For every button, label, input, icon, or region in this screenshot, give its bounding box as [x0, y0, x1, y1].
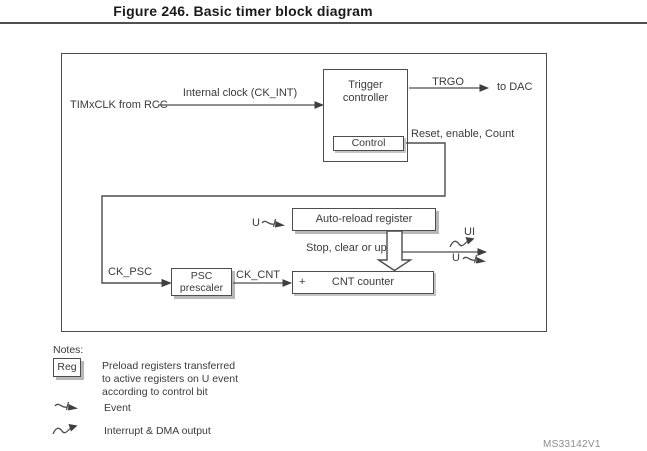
- trigger-controller-label-line1: Trigger: [348, 79, 383, 91]
- reg-note-line3: according to control bit: [102, 386, 208, 398]
- stop-clear-up-label: Stop, clear or up: [306, 242, 387, 254]
- u-event-right-label: U: [452, 252, 460, 264]
- u-event-left-label: U: [252, 217, 260, 229]
- reg-note-line2: to active registers on U event: [102, 373, 238, 385]
- to-dac-label: to DAC: [497, 81, 533, 93]
- ck-psc-label: CK_PSC: [108, 266, 153, 278]
- reset-enable-count-label: Reset, enable, Count: [411, 128, 515, 140]
- internal-clock-label: Internal clock (CK_INT): [182, 87, 298, 99]
- title-rule: [0, 22, 647, 24]
- timxclk-label: TIMxCLK from RCC: [70, 99, 168, 111]
- auto-reload-register-label: Auto-reload register: [315, 213, 413, 225]
- cnt-counter-box: + CNT counter: [292, 271, 434, 294]
- psc-label-line2: prescaler: [179, 282, 224, 294]
- figure-title: Figure 246. Basic timer block diagram: [113, 3, 373, 19]
- cnt-plus-sign: +: [299, 276, 306, 288]
- trgo-label: TRGO: [432, 76, 464, 88]
- ui-label: UI: [464, 226, 475, 238]
- control-box: Control: [333, 136, 404, 151]
- event-legend-icon: [54, 401, 79, 412]
- notes-heading: Notes:: [53, 344, 84, 356]
- control-label: Control: [351, 137, 386, 149]
- cnt-counter-label: CNT counter: [331, 276, 395, 288]
- event-legend-label: Event: [104, 402, 131, 414]
- reg-legend-box: Reg: [53, 358, 81, 377]
- reg-legend-label: Reg: [57, 361, 77, 373]
- psc-prescaler-box: PSC prescaler: [171, 268, 232, 296]
- psc-label-line1: PSC: [190, 270, 213, 282]
- auto-reload-register-box: Auto-reload register: [292, 208, 436, 231]
- ck-cnt-label: CK_CNT: [236, 269, 281, 281]
- figure-watermark: MS33142V1: [543, 439, 601, 450]
- reg-note-line1: Preload registers transferred: [102, 360, 236, 372]
- trigger-controller-label-line2: controller: [342, 92, 389, 104]
- interrupt-legend-label: Interrupt & DMA output: [104, 425, 211, 437]
- interrupt-dma-legend-icon: [52, 423, 79, 435]
- diagram-outer-box: [61, 53, 547, 332]
